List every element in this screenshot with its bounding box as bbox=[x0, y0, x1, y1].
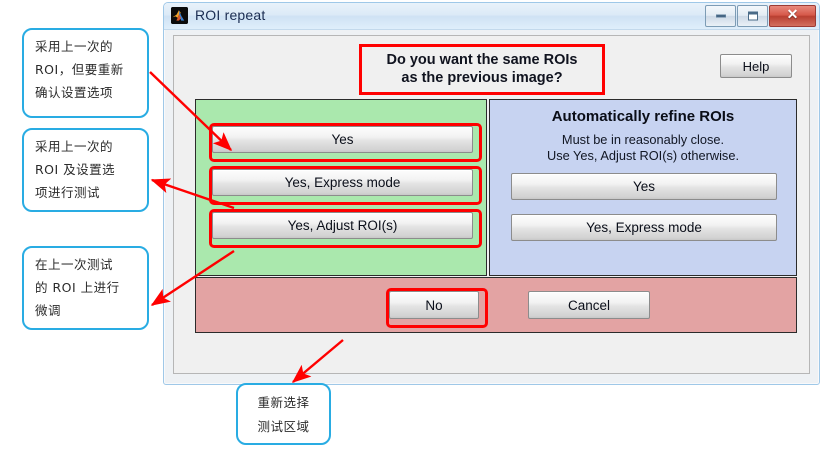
yes-adjust-rois-button[interactable]: Yes, Adjust ROI(s) bbox=[212, 212, 473, 239]
callout-yes: 采用上一次的 ROI，但要重新 确认设置选项 bbox=[22, 28, 149, 118]
auto-refine-subtitle: Must be in reasonably close. Use Yes, Ad… bbox=[490, 132, 796, 164]
same-roi-panel: Yes Yes, Express mode Yes, Adjust ROI(s) bbox=[195, 99, 487, 276]
callout-express-line-1: 采用上一次的 bbox=[35, 139, 114, 154]
yes-express-mode-button[interactable]: Yes, Express mode bbox=[212, 169, 473, 196]
dialog-title: ROI repeat bbox=[195, 7, 266, 23]
callout-yes-line-2: ROI，但要重新 bbox=[35, 62, 124, 77]
callout-adjust-line-2: 的 ROI 上进行 bbox=[35, 280, 120, 295]
no-button[interactable]: No bbox=[389, 291, 479, 319]
callout-no-line-1: 重新选择 bbox=[257, 395, 310, 410]
question-line-2: as the previous image? bbox=[401, 70, 563, 86]
auto-refine-subtitle-line-2: Use Yes, Adjust ROI(s) otherwise. bbox=[546, 148, 740, 163]
yes-button[interactable]: Yes bbox=[212, 126, 473, 153]
question-prompt: Do you want the same ROIs as the previou… bbox=[359, 44, 605, 95]
dialog-header: Do you want the same ROIs as the previou… bbox=[174, 36, 809, 98]
callout-yes-line-1: 采用上一次的 bbox=[35, 39, 114, 54]
callout-adjust: 在上一次测试 的 ROI 上进行 微调 bbox=[22, 246, 149, 330]
callout-no: 重新选择 测试区域 bbox=[236, 383, 331, 445]
callout-adjust-line-1: 在上一次测试 bbox=[35, 257, 114, 272]
close-button[interactable]: ✕ bbox=[769, 5, 816, 27]
maximize-icon bbox=[747, 11, 758, 21]
roi-repeat-dialog: ROI repeat ✕ Do you want the same ROIs a… bbox=[163, 2, 820, 385]
callout-no-line-2: 测试区域 bbox=[257, 419, 310, 434]
dialog-content: Do you want the same ROIs as the previou… bbox=[173, 35, 810, 374]
auto-refine-subtitle-line-1: Must be in reasonably close. bbox=[561, 132, 725, 147]
callout-express-line-2: ROI 及设置选 bbox=[35, 162, 116, 177]
dialog-title-bar[interactable]: ROI repeat ✕ bbox=[164, 3, 819, 30]
minimize-icon bbox=[715, 14, 726, 18]
maximize-button[interactable] bbox=[737, 5, 768, 27]
refine-yes-express-mode-button[interactable]: Yes, Express mode bbox=[511, 214, 777, 241]
callout-yes-line-3: 确认设置选项 bbox=[35, 85, 114, 100]
callout-express: 采用上一次的 ROI 及设置选 项进行测试 bbox=[22, 128, 149, 212]
question-line-1: Do you want the same ROIs bbox=[386, 52, 578, 68]
auto-refine-panel: Automatically refine ROIs Must be in rea… bbox=[489, 99, 797, 276]
auto-refine-title: Automatically refine ROIs bbox=[551, 108, 735, 125]
help-button[interactable]: Help bbox=[720, 54, 792, 78]
refine-yes-button[interactable]: Yes bbox=[511, 173, 777, 200]
close-icon: ✕ bbox=[786, 8, 799, 23]
cancel-button[interactable]: Cancel bbox=[528, 291, 650, 319]
matlab-icon bbox=[171, 7, 188, 24]
window-controls: ✕ bbox=[704, 5, 816, 27]
decline-panel: No Cancel bbox=[195, 277, 797, 333]
minimize-button[interactable] bbox=[705, 5, 736, 27]
callout-adjust-line-3: 微调 bbox=[35, 303, 62, 318]
callout-express-line-3: 项进行测试 bbox=[35, 185, 101, 200]
